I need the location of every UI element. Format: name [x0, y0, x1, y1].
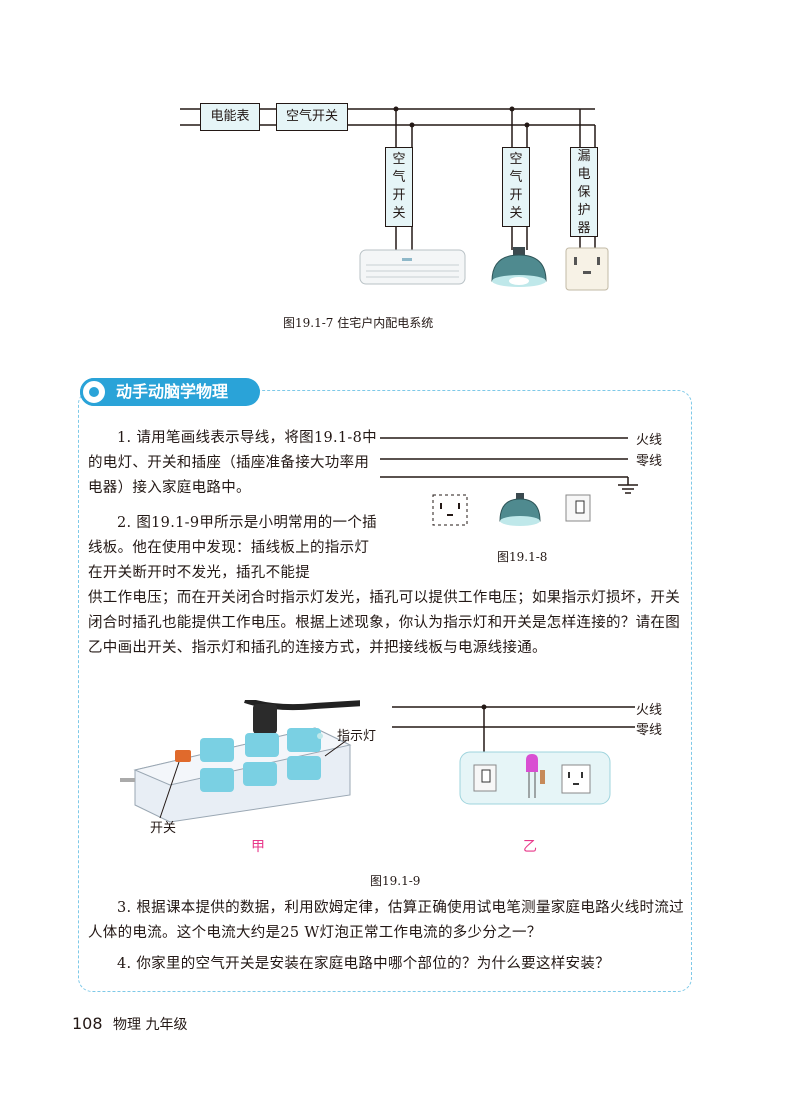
air-conditioner-icon — [359, 249, 466, 285]
figure-caption-19-1-8: 图19.1-8 — [497, 550, 548, 564]
neutral-wire-label: 零线 — [636, 454, 663, 469]
branch-breaker-2-label: 空气开关 — [509, 152, 523, 221]
lamp-icon — [491, 247, 547, 287]
branch-breaker-1: 空气开关 — [385, 147, 413, 227]
indicator-label: 指示灯 — [337, 729, 377, 744]
question-3: 3. 根据课本提供的数据，利用欧姆定律，估算正确使用试电笔测量家庭电路火线时流过… — [88, 900, 684, 941]
switch-label: 开关 — [150, 821, 177, 836]
main-breaker-box: 空气开关 — [276, 103, 348, 131]
exercise-banner: 动手动脑学物理 — [80, 378, 260, 406]
indicator-led-icon — [526, 754, 545, 798]
live-wire-label-b: 火线 — [636, 703, 663, 718]
power-strip-illustration — [120, 700, 360, 823]
switch-symbol-icon — [473, 764, 497, 792]
ground-icon — [618, 484, 638, 494]
neutral-wire-label-b: 零线 — [636, 723, 663, 738]
question-2-rest: 供工作电压；而在开关闭合时指示灯发光，插孔可以提供工作电压；如果指示灯损坏，开关… — [88, 590, 680, 656]
wiring-diagram-19-1-8 — [380, 437, 638, 526]
wiring-diagram-19-1-9 — [392, 704, 635, 805]
subfigure-a-label: 甲 — [251, 839, 265, 855]
branch-breaker-2: 空气开关 — [502, 147, 530, 227]
switch-symbol-icon — [565, 494, 591, 522]
page-number: 108 — [72, 1014, 103, 1033]
socket-symbol-icon — [561, 764, 591, 794]
figure-caption-19-1-7: 图19.1-7 住宅户内配电系统 — [283, 316, 434, 330]
distribution-diagram — [180, 106, 609, 291]
branch-breaker-1-label: 空气开关 — [392, 152, 406, 221]
wall-socket-icon — [565, 247, 609, 291]
figure-caption-19-1-9: 图19.1-9 — [370, 874, 421, 888]
subfigure-b-label: 乙 — [523, 839, 537, 855]
question-4: 4. 你家里的空气开关是安装在家庭电路中哪个部位的？为什么要这样安装？ — [117, 956, 610, 972]
footer-subject: 物理 九年级 — [113, 1017, 188, 1033]
electric-meter-box: 电能表 — [200, 103, 260, 131]
lamp-icon — [499, 493, 541, 526]
exercise-section — [78, 390, 692, 992]
live-wire-label: 火线 — [636, 433, 663, 448]
leakage-protector-label: 漏电保护器 — [577, 149, 591, 236]
question-1: 1. 请用笔画线表示导线，将图19.1-8中的电灯、开关和插座（插座准备接大功率… — [88, 430, 377, 496]
leakage-protector: 漏电保护器 — [570, 147, 598, 237]
socket-symbol-icon — [432, 494, 468, 526]
page-footer: 108 物理 九年级 — [72, 1014, 187, 1034]
question-2-start: 2. 图19.1-9甲所示是小明常用的一个插线板。他在使用中发现：插线板上的指示… — [88, 515, 377, 581]
banner-badge-icon — [80, 378, 108, 406]
